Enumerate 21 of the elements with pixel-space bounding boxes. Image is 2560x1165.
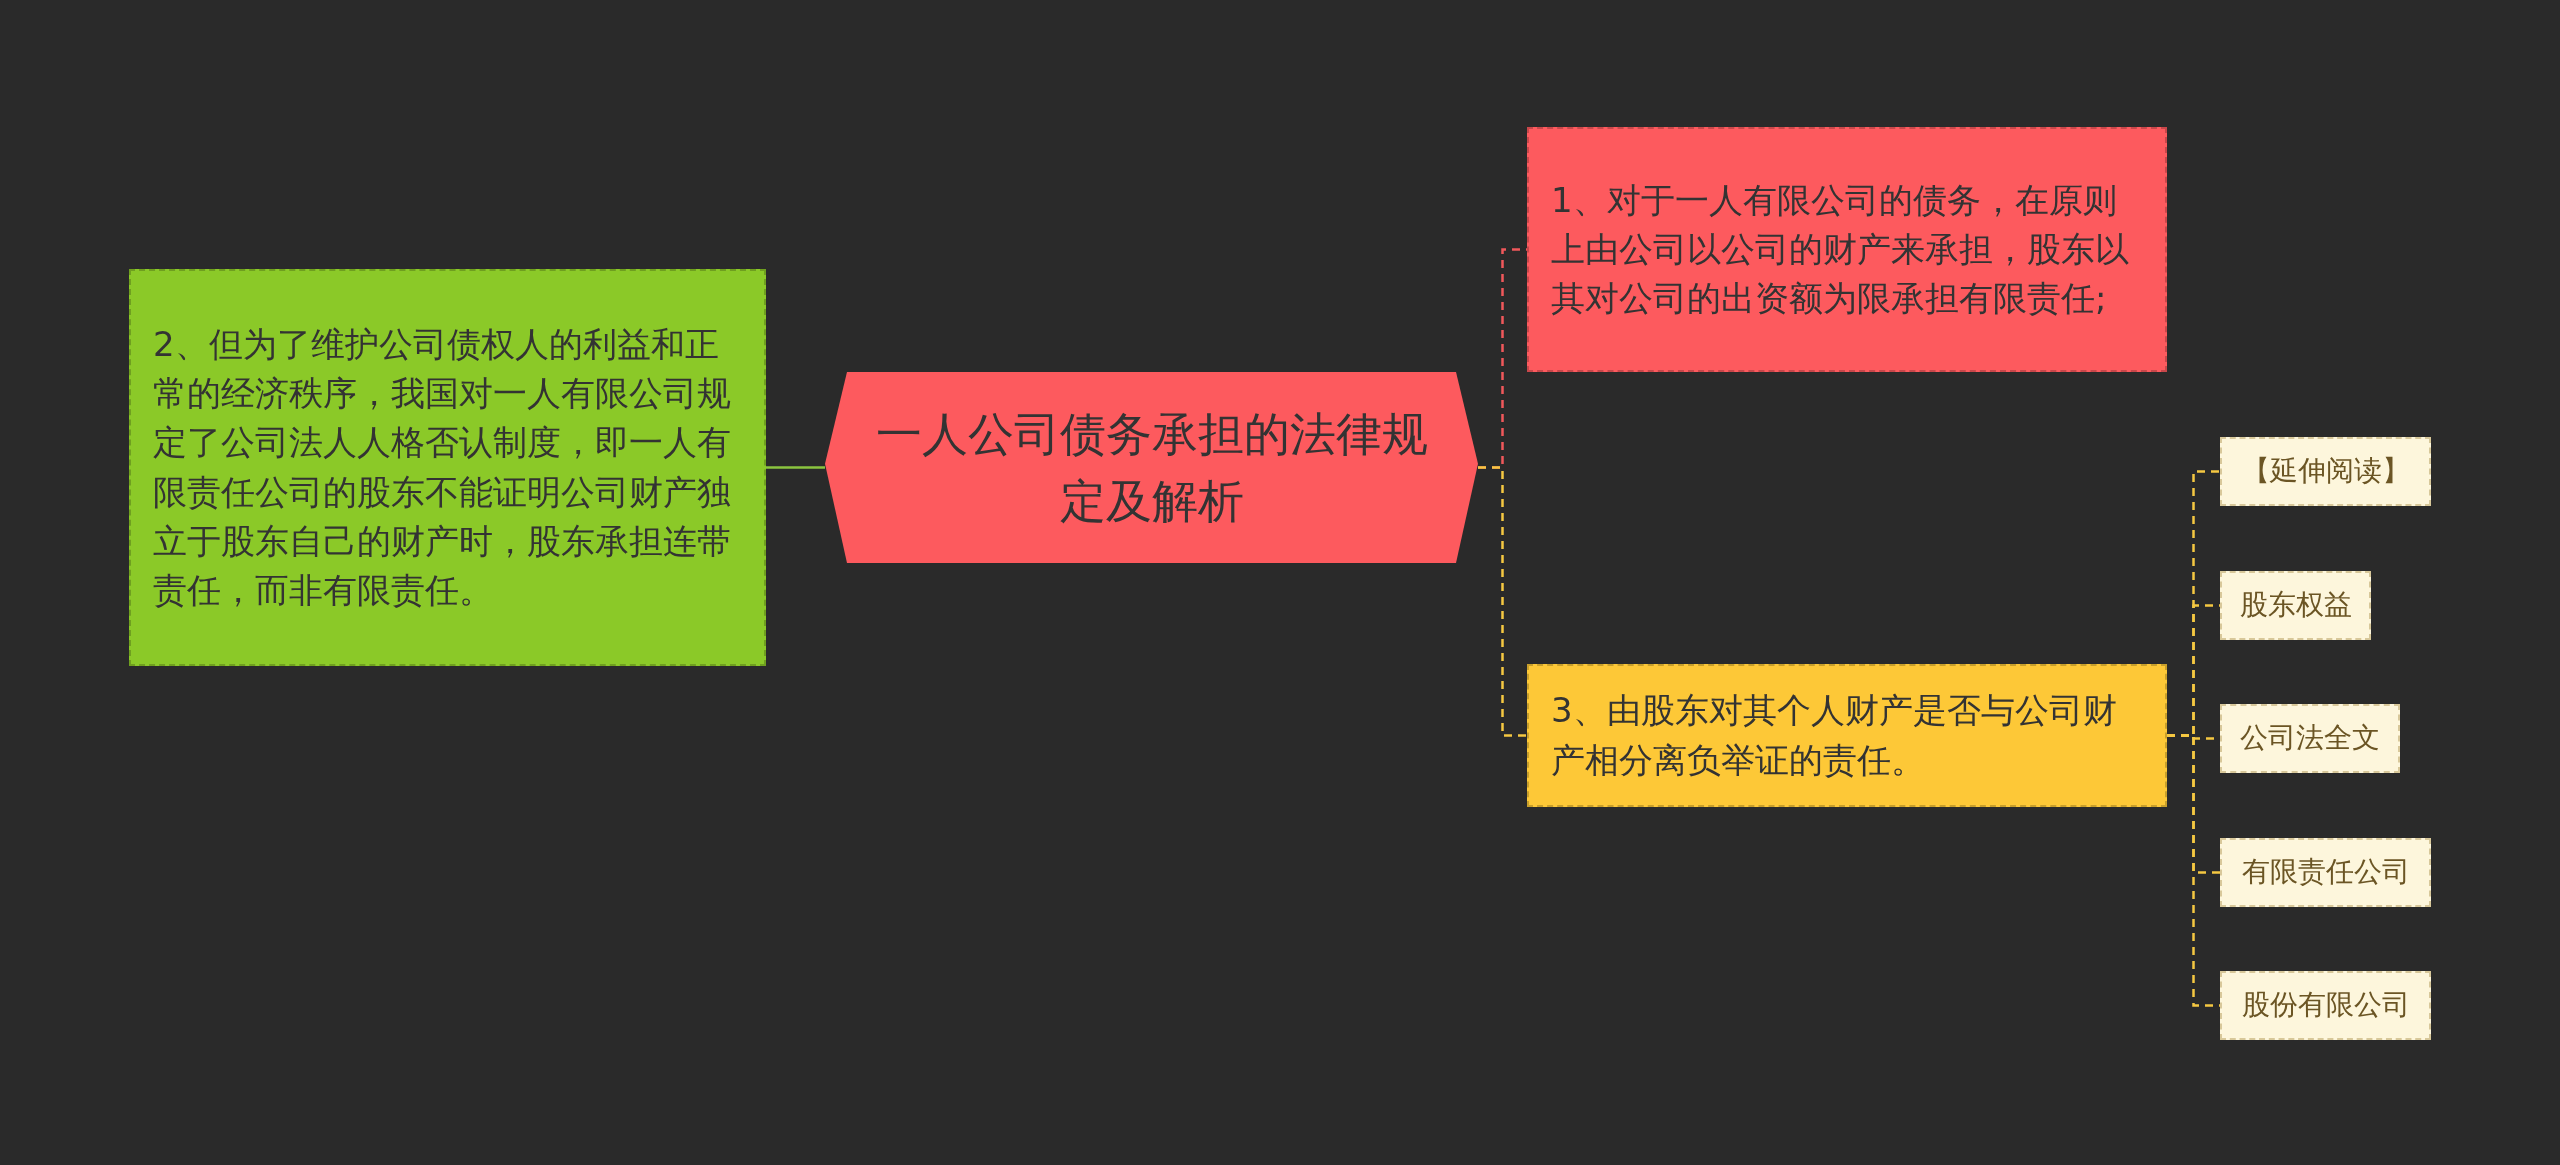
tag-text: 股份有限公司 <box>2241 987 2410 1024</box>
subtopic-box <box>1527 127 2167 372</box>
subtopic-box <box>129 269 766 666</box>
topic-title: 一人公司债务承担的法律规定及解析 <box>874 405 1429 530</box>
central-topic-hexagon <box>825 372 1478 563</box>
tag-text: 公司法全文 <box>2240 720 2380 757</box>
tag-box <box>2220 838 2431 907</box>
subtopic-text: 2、但为了维护公司债权人的利益和正常的经济秩序，我国对一人有限公司规定了公司法人人格否认制度，即一人有限责任公司的股东不能证明公司财产独立于股东自己的财产时，股东承担连带责任，而非有限责任。 <box>153 322 732 613</box>
tag-box <box>2220 704 2400 773</box>
tag-box <box>2220 571 2371 640</box>
subtopic-box <box>1527 664 2167 807</box>
subtopic-text: 1、对于一人有限公司的债务，在原则上由公司以公司的财产来承担，股东以其对公司的出资额为限承担有限责任; <box>1551 178 2130 321</box>
subtopic-text: 3、由股东对其个人财产是否与公司财产相分离负举证的责任。 <box>1551 689 2118 782</box>
tag-text: 有限责任公司 <box>2241 854 2410 891</box>
tag-box <box>2220 437 2431 506</box>
tag-text: 【延伸阅读】 <box>2241 453 2410 490</box>
tag-box <box>2220 971 2431 1040</box>
connector-line <box>2167 734 2220 1007</box>
tag-text: 股东权益 <box>2239 587 2352 624</box>
connector-line <box>766 466 825 469</box>
connector-line <box>1478 466 1527 737</box>
